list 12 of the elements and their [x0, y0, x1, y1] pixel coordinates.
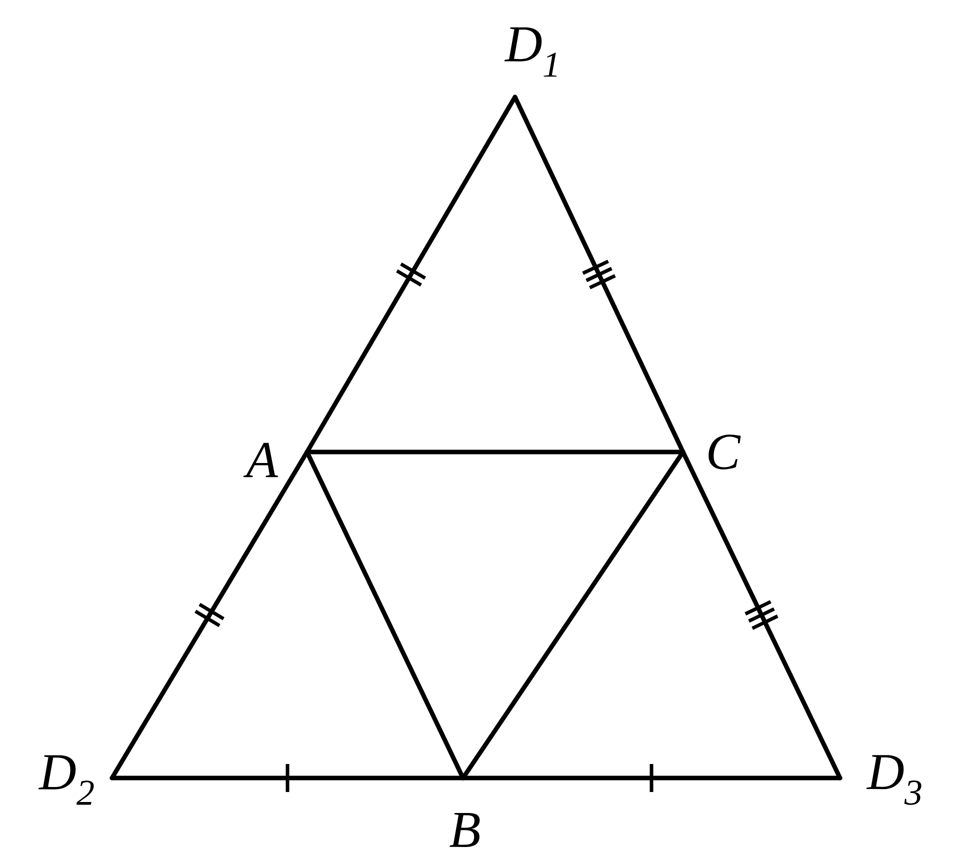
- segment: [460, 450, 686, 780]
- segment: [460, 776, 842, 780]
- segment: [680, 450, 842, 780]
- point-label: D$_{1}$: [504, 27, 557, 77]
- point-label: D$_{2}$: [38, 755, 94, 805]
- point-label: A: [243, 442, 278, 478]
- point-label: B: [450, 812, 480, 848]
- segment: [304, 450, 466, 780]
- segment: [110, 776, 466, 780]
- segment: [304, 450, 686, 454]
- point-label: D$_{3}$: [866, 755, 922, 805]
- point-label: C: [708, 434, 741, 470]
